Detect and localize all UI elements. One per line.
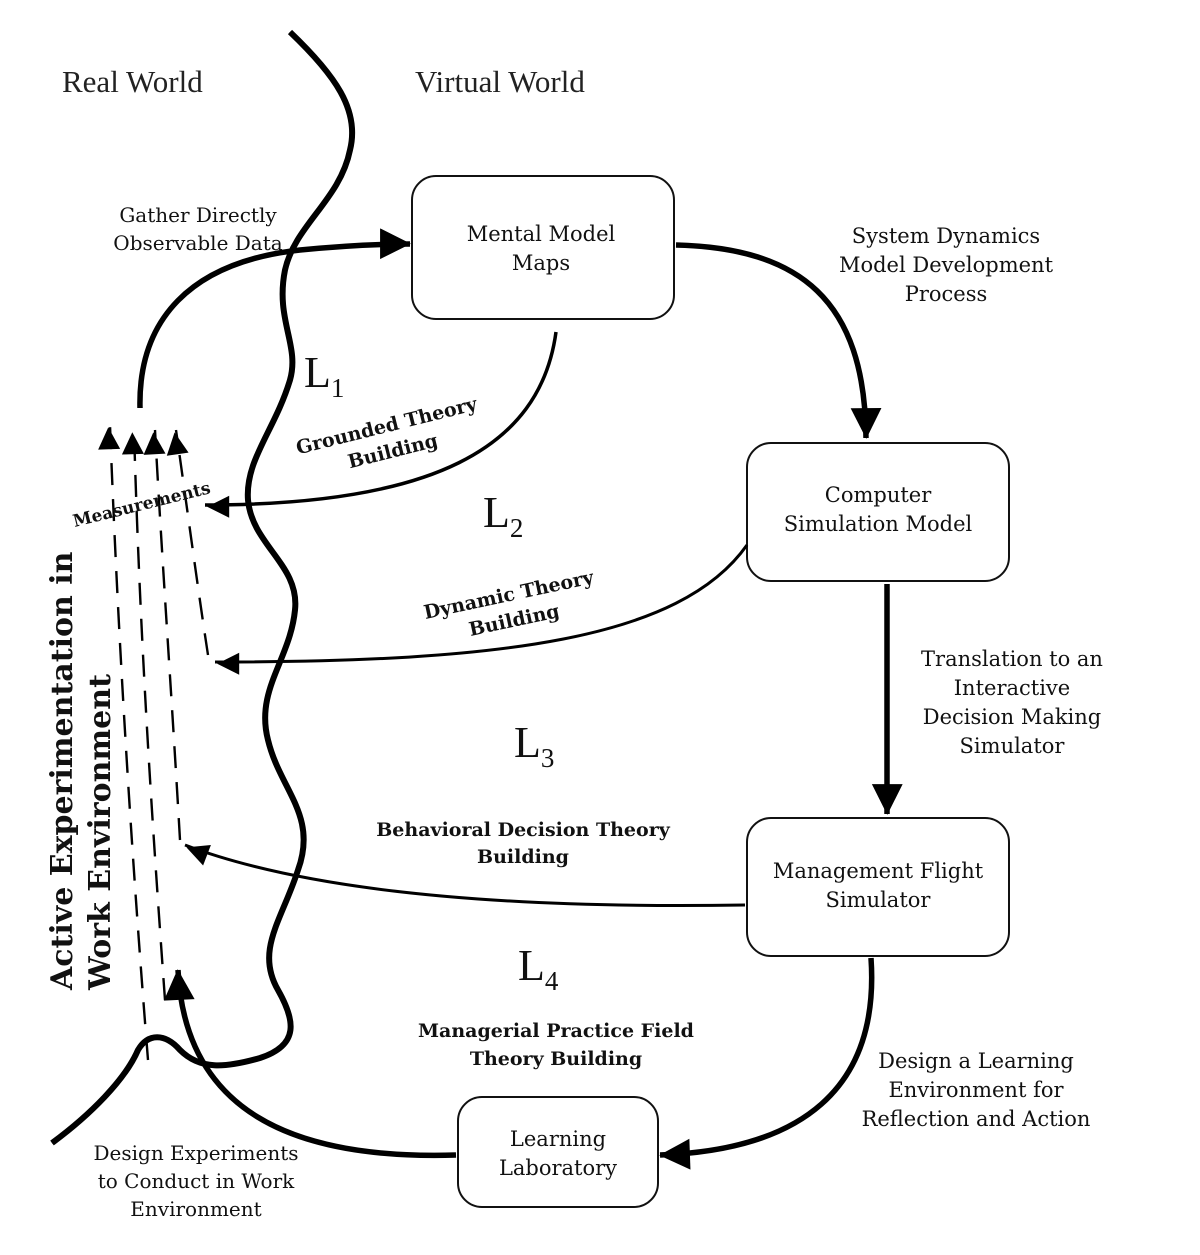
real-world-heading: Real World bbox=[62, 64, 203, 99]
svg-text:Behavioral Decision Theory: Behavioral Decision Theory bbox=[376, 819, 670, 841]
svg-text:Active Experimentation in: Active Experimentation in bbox=[45, 551, 80, 991]
svg-text:Simulator: Simulator bbox=[826, 888, 932, 912]
measurement-dashed-arrow-3 bbox=[143, 429, 182, 841]
sd-development-label: System Dynamics Model Development Proces… bbox=[839, 224, 1054, 306]
svg-text:Design Experiments: Design Experiments bbox=[93, 1141, 298, 1165]
learning-laboratory-box: Learning Laboratory bbox=[457, 1096, 659, 1208]
loop-label-l4: L4 bbox=[518, 941, 559, 996]
svg-text:Simulation Model: Simulation Model bbox=[784, 512, 973, 536]
grounded-theory-arrow bbox=[204, 331, 558, 518]
grounded-theory-label: Grounded Theory Building bbox=[294, 393, 480, 473]
svg-text:System Dynamics: System Dynamics bbox=[852, 224, 1040, 248]
managerial-practice-label: Managerial Practice Field Theory Buildin… bbox=[418, 1020, 694, 1070]
dynamic-theory-arrow bbox=[214, 544, 749, 675]
behavioral-theory-arrow bbox=[184, 843, 746, 908]
design-learning-arrow bbox=[659, 957, 875, 1170]
computer-simulation-model-box: Computer Simulation Model bbox=[746, 442, 1010, 582]
management-flight-simulator-box: Management Flight Simulator bbox=[746, 817, 1010, 957]
svg-text:Work Environment: Work Environment bbox=[83, 674, 118, 991]
svg-text:Maps: Maps bbox=[512, 251, 570, 275]
svg-text:Computer: Computer bbox=[825, 483, 932, 507]
active-experimentation-heading: Active Experimentation in Work Environme… bbox=[45, 551, 118, 991]
svg-text:Building: Building bbox=[477, 846, 569, 868]
svg-text:Laboratory: Laboratory bbox=[499, 1156, 617, 1180]
gather-data-arrow bbox=[137, 228, 411, 409]
measurement-dashed-arrow-1 bbox=[98, 424, 150, 1061]
measurement-dashed-arrow-2 bbox=[121, 429, 167, 1001]
measurements-label: Measurements bbox=[71, 478, 213, 532]
svg-text:Interactive: Interactive bbox=[954, 676, 1070, 700]
svg-text:Simulator: Simulator bbox=[960, 734, 1066, 758]
design-experiments-arrow bbox=[163, 969, 457, 1159]
svg-text:Decision Making: Decision Making bbox=[923, 705, 1102, 729]
svg-text:Reflection and Action: Reflection and Action bbox=[862, 1107, 1091, 1131]
svg-text:Process: Process bbox=[905, 282, 988, 306]
svg-text:Model Development: Model Development bbox=[839, 253, 1054, 277]
svg-text:Learning: Learning bbox=[510, 1127, 606, 1151]
svg-text:Management Flight: Management Flight bbox=[773, 859, 984, 883]
svg-text:Gather Directly: Gather Directly bbox=[119, 203, 277, 227]
gather-data-label: Gather Directly Observable Data bbox=[113, 203, 282, 255]
svg-text:Design a Learning: Design a Learning bbox=[878, 1049, 1074, 1073]
loop-label-l1: L1 bbox=[304, 348, 344, 403]
svg-text:Environment: Environment bbox=[130, 1197, 261, 1221]
svg-text:Theory Building: Theory Building bbox=[470, 1048, 642, 1070]
measurement-dashed-arrow-4 bbox=[166, 429, 210, 656]
design-learning-label: Design a Learning Environment for Reflec… bbox=[862, 1049, 1091, 1131]
translation-label: Translation to an Interactive Decision M… bbox=[921, 647, 1103, 758]
loop-label-l2: L2 bbox=[483, 488, 523, 543]
loop-label-l3: L3 bbox=[514, 718, 554, 773]
design-experiments-label: Design Experiments to Conduct in Work En… bbox=[93, 1141, 298, 1221]
svg-text:to Conduct in Work: to Conduct in Work bbox=[98, 1169, 295, 1193]
svg-text:Managerial Practice Field: Managerial Practice Field bbox=[418, 1020, 694, 1042]
mental-model-maps-box: Mental Model Maps bbox=[411, 175, 675, 320]
world-boundary-line bbox=[50, 29, 356, 1146]
virtual-world-heading: Virtual World bbox=[415, 64, 585, 99]
behavioral-theory-label: Behavioral Decision Theory Building bbox=[376, 819, 670, 868]
sd-development-arrow bbox=[675, 242, 882, 439]
svg-text:Measurements: Measurements bbox=[71, 478, 213, 532]
svg-text:Mental Model: Mental Model bbox=[467, 222, 616, 246]
svg-text:Environment for: Environment for bbox=[888, 1078, 1064, 1102]
svg-text:Translation to an: Translation to an bbox=[921, 647, 1103, 671]
svg-text:Observable Data: Observable Data bbox=[113, 231, 282, 255]
